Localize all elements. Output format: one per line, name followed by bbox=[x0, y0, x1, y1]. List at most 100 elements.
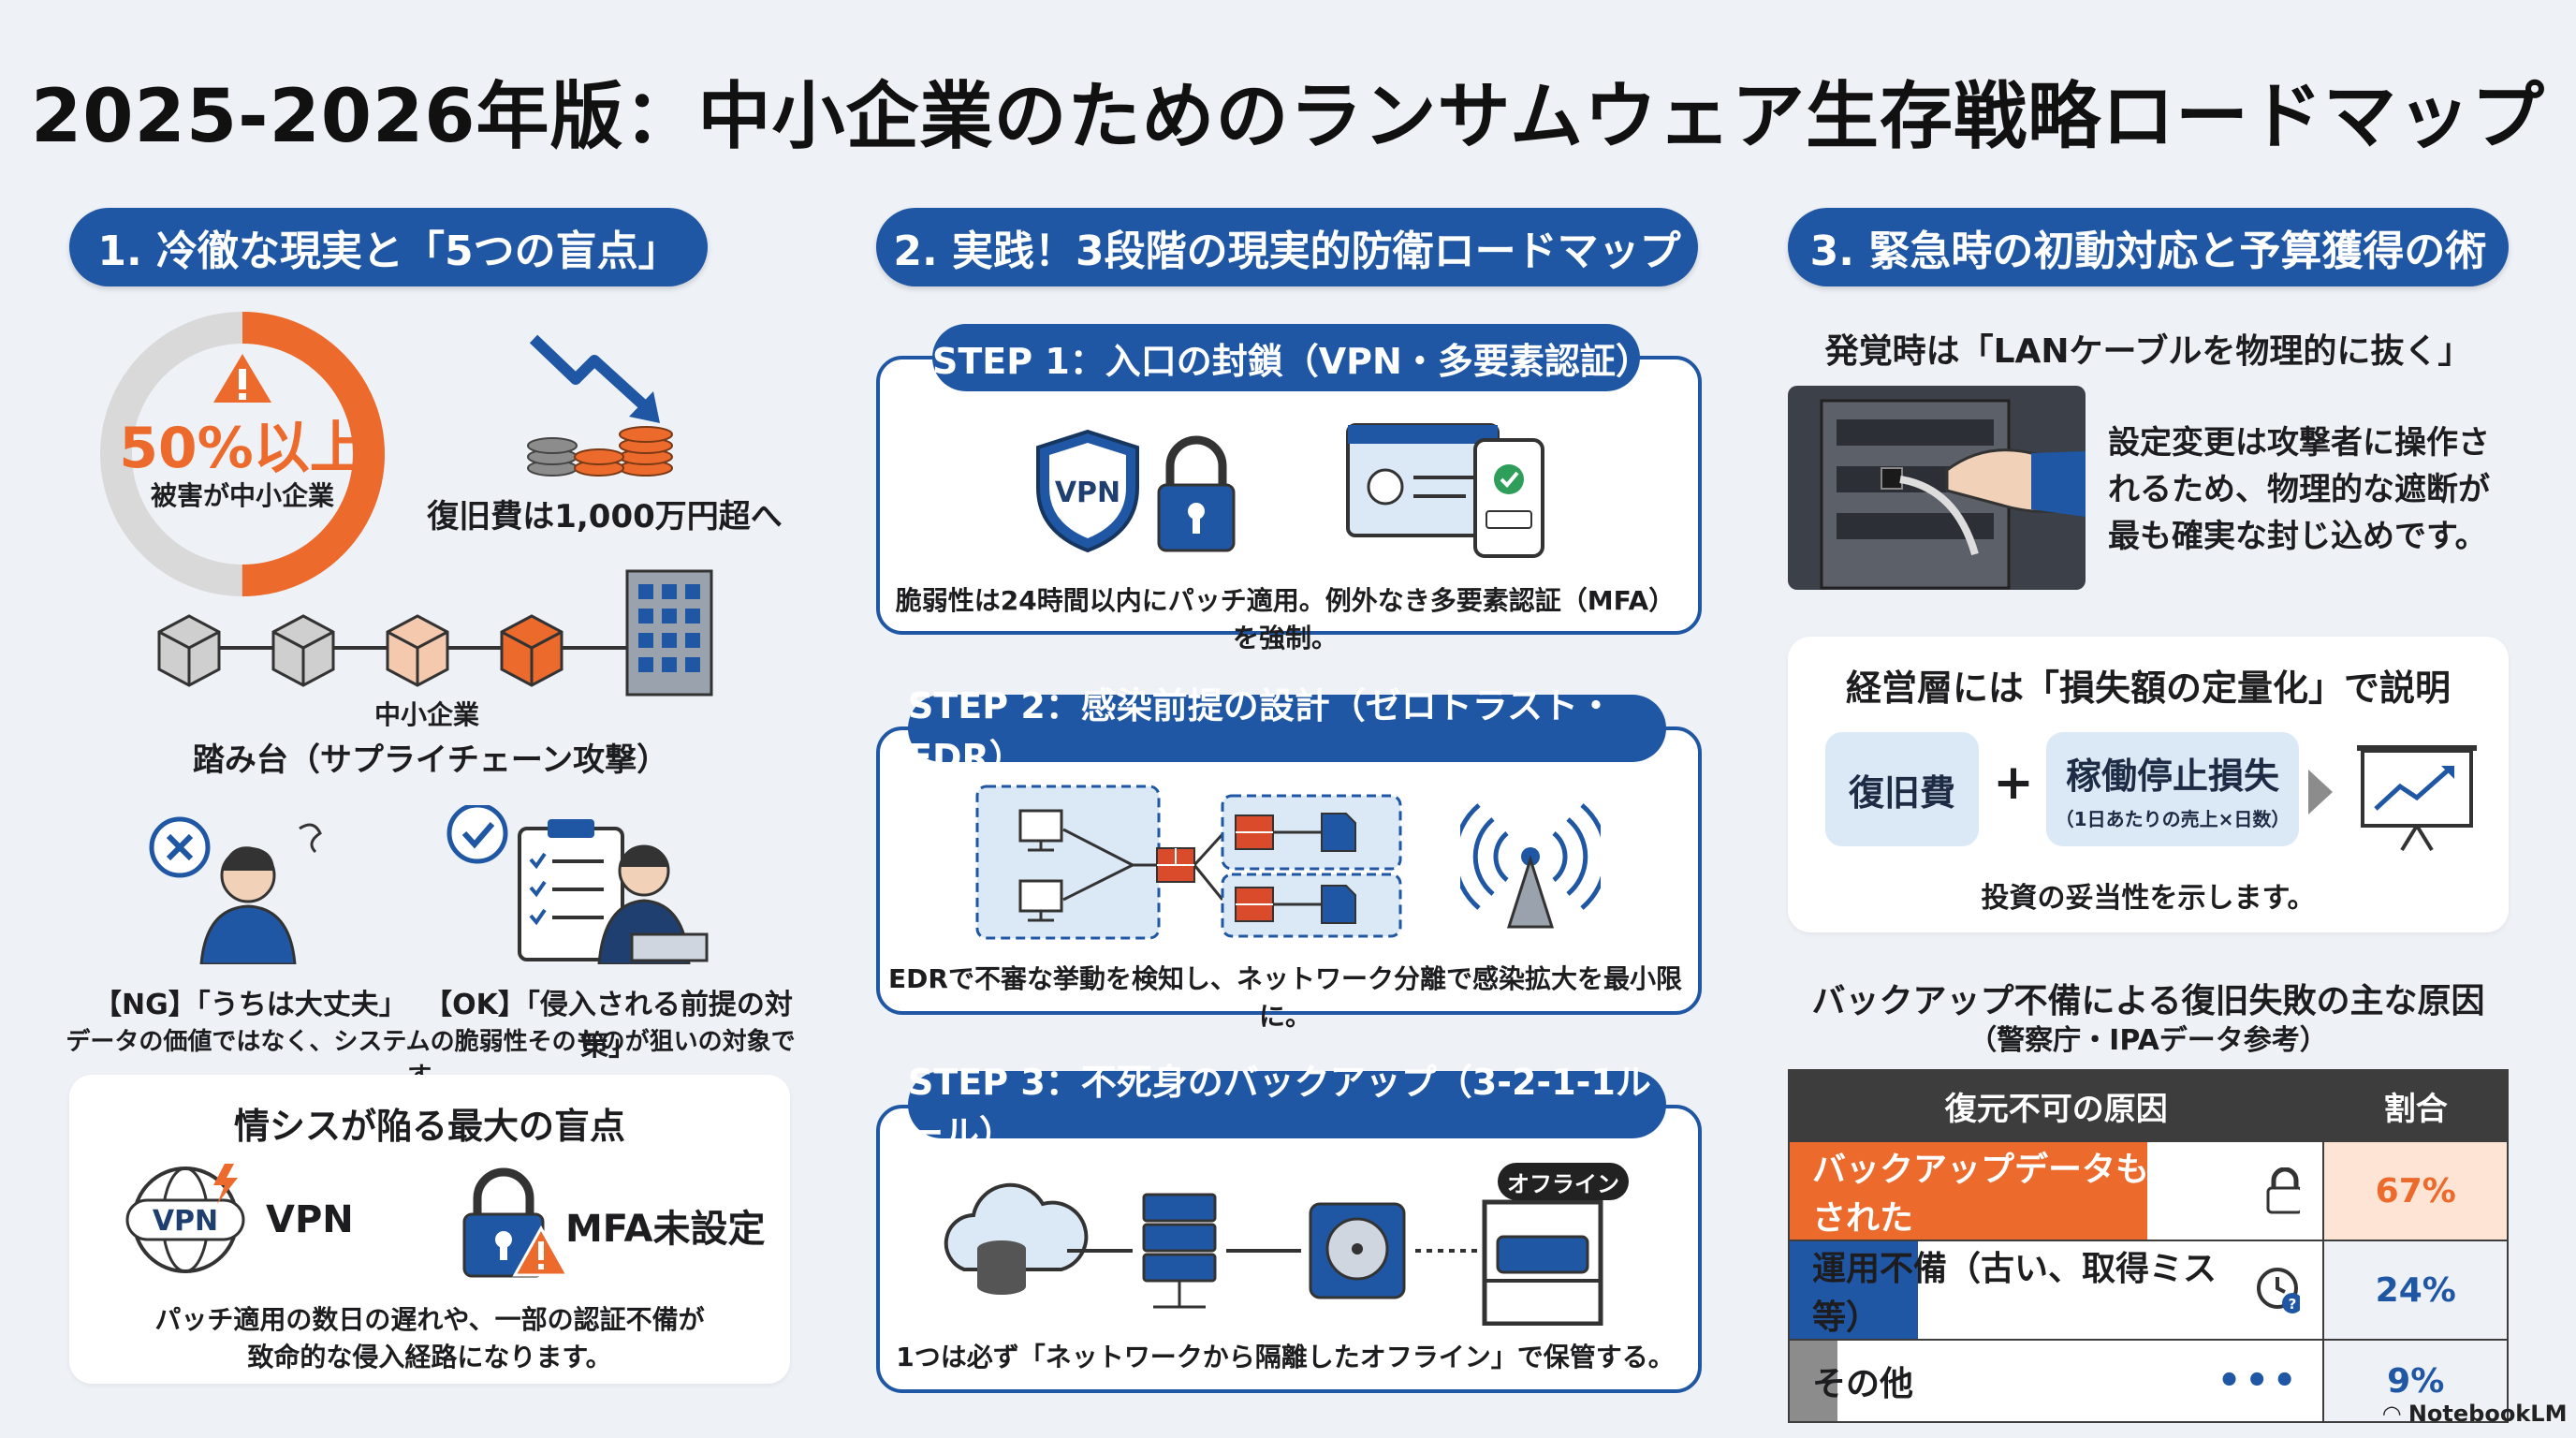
table-subtitle: （警察庁・IPAデータ参考） bbox=[1969, 1024, 2328, 1057]
recovery-cost-label: 復旧費 bbox=[1848, 771, 1955, 814]
emergency-heading: 発覚時は「LANケーブルを物理的に抜く」 bbox=[1824, 332, 2472, 371]
table-row: 運用不備（古い、取得ミス等） ? 24% bbox=[1787, 1240, 2509, 1341]
supply-chain-diagram bbox=[157, 569, 713, 697]
table-header-row: 復元不可の原因 割合 bbox=[1787, 1069, 2509, 1142]
falling-coins-icon bbox=[527, 334, 673, 477]
donut-fill bbox=[100, 312, 385, 596]
backup-failure-table: 復元不可の原因 割合 バックアップデータも暗号化された 67% 運用不備（古い、… bbox=[1787, 1069, 2509, 1423]
firewall-icon-top bbox=[1235, 814, 1274, 850]
hard-disk-icon bbox=[1309, 1202, 1406, 1299]
mfa-label: MFA未設定 bbox=[565, 1208, 766, 1251]
ng-label: 【NG】「うちは大丈夫」 bbox=[94, 989, 407, 1021]
step2-title: STEP 2：感染前提の設計（ゼロトラスト・EDR） bbox=[908, 685, 1666, 778]
step3-title: STEP 3：不死身のバックアップ（3-2-1-1ルール） bbox=[908, 1062, 1666, 1154]
step3-desc: 1つは必ず「ネットワークから隔離したオフライン」で保管する。 bbox=[896, 1342, 1675, 1372]
firewall-icon-bottom bbox=[1235, 887, 1274, 922]
cause-bar bbox=[1790, 1142, 2147, 1240]
downtime-loss-label: 稼働停止損失 bbox=[2065, 756, 2279, 797]
shield-text: VPN bbox=[1055, 477, 1120, 509]
document-icon-bottom bbox=[1321, 885, 1356, 924]
emergency-line3: 最も確実な封じ込めです。 bbox=[2108, 518, 2487, 555]
globe-vpn-text: VPN bbox=[153, 1205, 218, 1238]
zero-trust-diagram bbox=[975, 785, 1402, 940]
box-icon-2 bbox=[271, 614, 335, 687]
offline-tag: オフライン bbox=[1498, 1163, 1629, 1200]
recovery-cost-box: 復旧費 bbox=[1825, 732, 1979, 846]
step1-desc: 脆弱性は24時間以内にパッチ適用。例外なき多要素認証（MFA）を強制。 bbox=[895, 585, 1676, 653]
backup-diagram bbox=[944, 1182, 1603, 1326]
brand-label: NotebookLM bbox=[2408, 1401, 2568, 1427]
ellipsis-icon: ••• bbox=[2217, 1359, 2301, 1402]
clock-question-icon: ? bbox=[2256, 1268, 2301, 1313]
offline-shelf-icon bbox=[1482, 1199, 1603, 1326]
arrow-right-icon bbox=[2308, 770, 2333, 814]
document-icon-top bbox=[1321, 813, 1356, 852]
firewall-icon-center bbox=[1156, 847, 1195, 883]
pct-cell: 67% bbox=[2322, 1140, 2509, 1241]
blindspot-note-line2: 致命的な侵入経路になります。 bbox=[247, 1342, 612, 1372]
cause-cell: バックアップデータも暗号化された bbox=[1787, 1140, 2325, 1241]
table-title: バックアップ不備による復旧失敗の主な原因 bbox=[1811, 982, 2485, 1020]
cause-bar bbox=[1790, 1241, 1918, 1339]
budget-title: 経営層には「損失額の定量化」で説明 bbox=[1845, 668, 2451, 709]
presentation-chart-icon bbox=[2308, 745, 2477, 852]
building-icon bbox=[625, 569, 713, 697]
vpn-shield-icon: VPN bbox=[1036, 429, 1139, 553]
box-icon-1 bbox=[157, 614, 221, 687]
table-row: その他 ••• 9% bbox=[1787, 1339, 2509, 1423]
section1-header: 1. 冷徹な現実と「5つの盲点」 bbox=[69, 208, 708, 286]
infected-box-icon bbox=[500, 614, 564, 687]
cause-bar bbox=[1790, 1341, 1838, 1421]
cause-text: 運用不備（古い、取得ミス等） bbox=[1812, 1250, 2217, 1337]
step1-title: STEP 1：入口の封鎖（VPN・多要素認証） bbox=[932, 324, 1651, 391]
downtime-loss-sub: （1日あたりの売上×日数） bbox=[2055, 808, 2291, 830]
chain-label: 踏み台（サプライチェーン攻撃） bbox=[192, 741, 669, 779]
brand-logo: ◠ NotebookLM bbox=[2383, 1401, 2567, 1427]
lock-warning-icon bbox=[462, 1167, 569, 1278]
section3-header: 3. 緊急時の初動対応と予算獲得の術 bbox=[1788, 208, 2509, 286]
unplug-cable-illustration bbox=[1788, 386, 2086, 590]
donut-label: 被害が中小企業 bbox=[150, 480, 334, 511]
globe-vpn-icon: VPN bbox=[125, 1164, 245, 1273]
cause-text: その他 bbox=[1812, 1365, 1914, 1403]
donut-percent: 50%以上 bbox=[119, 416, 366, 481]
step1-security-icons: VPN bbox=[1036, 429, 1236, 553]
page-title: 2025-2026年版：中小企業のためのランサムウェア生存戦略ロードマップ bbox=[31, 75, 2545, 159]
blindspot-note-line1: パッチ適用の数日の遅れや、一部の認証不備が bbox=[154, 1304, 705, 1335]
blindspot-note: パッチ適用の数日の遅れや、一部の認証不備が 致命的な侵入経路になります。 bbox=[69, 1301, 790, 1376]
ok-label: 【OK】「侵入される前提の対策」 bbox=[424, 989, 793, 1063]
server-icon bbox=[1142, 1193, 1217, 1309]
downtime-loss-box: 稼働停止損失 （1日あたりの売上×日数） bbox=[2046, 732, 2299, 846]
cause-cell: 運用不備（古い、取得ミス等） ? bbox=[1787, 1240, 2325, 1341]
step1-card bbox=[876, 356, 1702, 635]
notebooklm-icon: ◠ bbox=[2383, 1401, 2401, 1427]
computer-icon-1 bbox=[1018, 809, 1063, 852]
computer-icon-2 bbox=[1018, 879, 1063, 922]
warning-icon bbox=[213, 354, 271, 403]
table-row: バックアップデータも暗号化された 67% bbox=[1787, 1140, 2509, 1241]
chain-sme-label: 中小企業 bbox=[373, 699, 479, 730]
sme-box-icon bbox=[386, 614, 449, 687]
cause-cell: その他 ••• bbox=[1787, 1339, 2325, 1423]
emergency-text: 設定変更は攻撃者に操作さ れるため、物理的な遮断が 最も確実な封じ込めです。 bbox=[2108, 419, 2501, 560]
cloud-database-icon bbox=[944, 1182, 1089, 1295]
pct-cell: 9% bbox=[2322, 1339, 2509, 1423]
ng-person-icon bbox=[149, 816, 322, 964]
col-pct-header: 割合 bbox=[2322, 1069, 2509, 1142]
section2-header: 2. 実践！3段階の現実的防衛ロードマップ bbox=[876, 208, 1698, 286]
pct-cell: 24% bbox=[2322, 1240, 2509, 1341]
damage-donut-chart bbox=[100, 312, 385, 596]
padlock-icon bbox=[1157, 435, 1236, 552]
emergency-line2: れるため、物理的な遮断が bbox=[2108, 471, 2490, 508]
plus-sign: + bbox=[1993, 755, 2034, 811]
emergency-line1: 設定変更は攻撃者に操作さ bbox=[2108, 424, 2490, 462]
mfa-devices-icon bbox=[1346, 423, 1544, 558]
ok-person-icon bbox=[446, 805, 709, 964]
edr-antenna-icon bbox=[1460, 803, 1601, 929]
cost-label: 復旧費は1,000万円超へ bbox=[427, 498, 783, 536]
step2-desc: EDRで不審な挙動を検知し、ネットワーク分離で感染拡大を最小限に。 bbox=[888, 963, 1682, 1032]
budget-note: 投資の妥当性を示します。 bbox=[1981, 882, 2316, 915]
blindspot-title: 情シスが陥る最大の盲点 bbox=[233, 1106, 625, 1147]
svg-text:?: ? bbox=[2288, 1296, 2296, 1313]
lock-icon bbox=[2266, 1167, 2301, 1214]
